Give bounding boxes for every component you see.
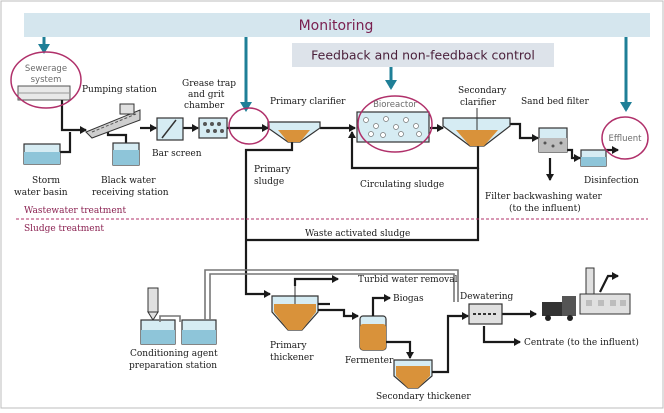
primary-sludge-label-2: sludge xyxy=(254,177,284,187)
secondary-clarifier xyxy=(442,108,511,147)
sewerage-label-2: system xyxy=(31,75,62,85)
wastewater-section-label: Wastewater treatment xyxy=(24,206,126,216)
disinfection-tank xyxy=(580,149,607,167)
turbid-water-label: Turbid water removal xyxy=(358,275,458,285)
centrate-label: Centrate (to the influent) xyxy=(524,337,639,348)
pumping-station-label: Pumping station xyxy=(82,85,157,95)
dewatering-unit xyxy=(468,303,503,325)
grease-trap xyxy=(198,117,228,139)
bar-screen xyxy=(156,117,184,141)
circulating-sludge-label: Circulating sludge xyxy=(360,180,444,190)
grease-label-1: Grease trap xyxy=(182,79,236,89)
effluent-label: Effluent xyxy=(609,134,643,144)
sand-bed-filter-label: Sand bed filter xyxy=(521,97,589,107)
filter-backwash-label-2: (to the influent) xyxy=(509,203,581,214)
primary-clarifier xyxy=(267,121,321,143)
pumping-station xyxy=(85,103,141,139)
black-water-label-2: receiving station xyxy=(92,188,169,198)
waste-activated-sludge-label: Waste activated sludge xyxy=(305,229,410,239)
sand-bed-filter xyxy=(538,127,568,153)
bioreactor-label: Bioreactor xyxy=(373,100,417,110)
fermenter-label: Fermenter xyxy=(345,356,394,366)
monitoring-band xyxy=(24,13,650,37)
sewerage-label-1: Sewerage xyxy=(25,64,67,74)
primary-thickener-label-1: Primary xyxy=(270,341,307,351)
conditioning-label-1: Conditioning agent xyxy=(130,349,218,359)
monitoring-arrows xyxy=(38,37,632,112)
sludge-section-label: Sludge treatment xyxy=(24,224,104,234)
biogas-label: Biogas xyxy=(393,294,424,304)
conditioning-label-2: preparation station xyxy=(129,361,217,371)
primary-clarifier-label: Primary clarifier xyxy=(270,97,346,107)
sewerage-pipe xyxy=(17,85,71,101)
secondary-thickener-label: Secondary thickener xyxy=(376,392,471,402)
dewatering-label: Dewatering xyxy=(460,292,514,302)
disinfection-label: Disinfection xyxy=(584,176,639,186)
grease-label-2: and grit xyxy=(188,90,225,100)
primary-thickener xyxy=(271,286,319,331)
feedback-title: Feedback and non-feedback control xyxy=(311,48,535,63)
conditioning-station xyxy=(140,287,217,345)
grease-label-3: chamber xyxy=(184,101,225,111)
monitoring-title: Monitoring xyxy=(299,18,374,34)
primary-thickener-label-2: thickener xyxy=(270,353,314,363)
secondary-clarifier-label-2: clarifier xyxy=(460,98,497,108)
truck-icon xyxy=(542,296,576,321)
main-pipes xyxy=(44,100,619,298)
conditioning-pipes xyxy=(159,269,459,322)
factory-icon xyxy=(579,267,631,315)
storm-label-2: water basin xyxy=(14,188,68,198)
primary-sludge-label-1: Primary xyxy=(254,165,291,175)
storm-water-basin xyxy=(23,143,61,165)
black-water-label-1: Black water xyxy=(101,176,156,186)
sludge-pipes xyxy=(293,275,537,374)
bioreactor xyxy=(356,111,430,143)
storm-label-1: Storm xyxy=(32,176,61,186)
feedback-band xyxy=(292,43,554,67)
filter-backwash-label-1: Filter backwashing water xyxy=(485,192,603,202)
highlight-circles xyxy=(10,51,649,160)
black-water-station xyxy=(112,142,140,166)
bar-screen-label: Bar screen xyxy=(152,149,202,159)
secondary-clarifier-label-1: Secondary xyxy=(458,86,507,96)
secondary-thickener xyxy=(393,359,433,389)
fermenter xyxy=(359,315,387,351)
